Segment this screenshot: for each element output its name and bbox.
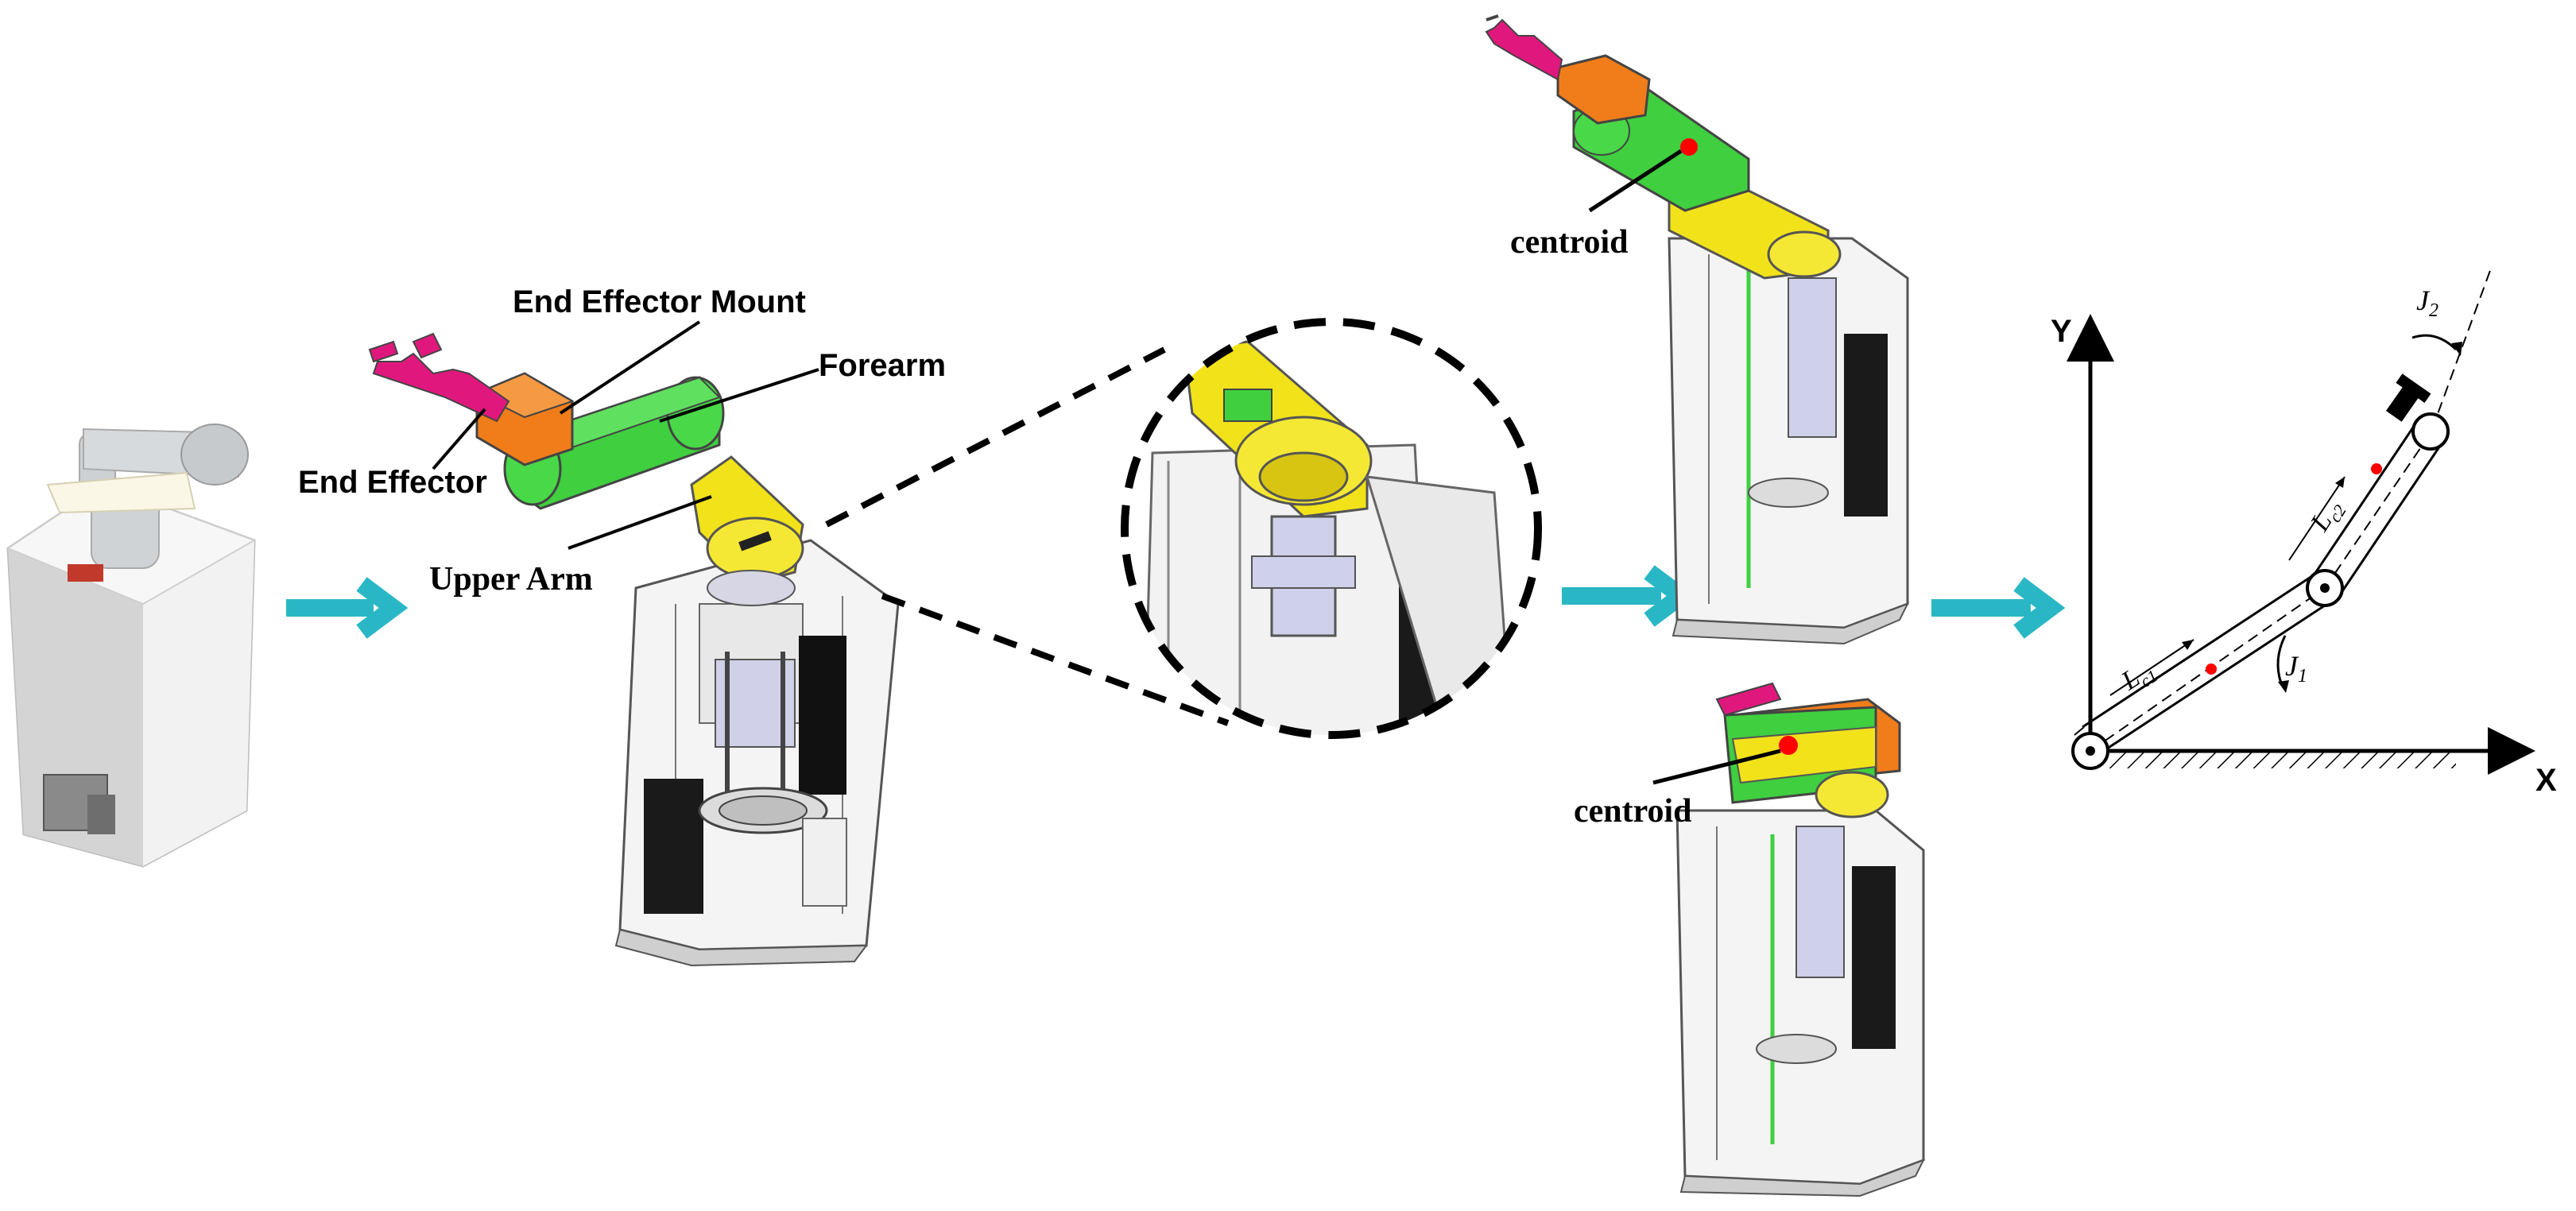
gripper-icon xyxy=(2385,373,2431,422)
label-j2: J2 xyxy=(2416,284,2438,321)
leader-forearm xyxy=(659,368,819,423)
y-axis-label: Y xyxy=(2051,314,2072,349)
kinematic-schematic: Y X Lc1 xyxy=(2051,265,2557,798)
centroid-marker-bottom xyxy=(1779,736,1798,755)
label-upper-arm: Upper Arm xyxy=(429,561,593,598)
link-1 xyxy=(2082,573,2333,755)
link-2 xyxy=(2309,265,2493,597)
robot-photo xyxy=(6,424,257,868)
leader-mount xyxy=(559,320,701,415)
flow-arrow-2 xyxy=(1562,565,1696,627)
zoom-detail-circle xyxy=(1121,318,1542,739)
base-frame xyxy=(614,539,900,967)
label-forearm: Forearm xyxy=(819,348,946,383)
j1-arc xyxy=(2276,635,2287,684)
leader-upper-arm xyxy=(567,495,712,550)
end-effector xyxy=(368,332,510,423)
cad-extended-configuration: centroid xyxy=(1485,14,1910,645)
motor-right xyxy=(799,636,846,795)
cad-folded-configuration: centroid xyxy=(1574,682,1926,1197)
leader-centroid-bottom xyxy=(1652,749,1781,785)
label-centroid-bottom: centroid xyxy=(1574,793,1692,830)
label-end-effector: End Effector xyxy=(298,465,487,500)
motor-left xyxy=(644,779,703,914)
label-end-effector-mount: End Effector Mount xyxy=(513,284,806,319)
cad-model: End Effector Mount Forearm End Effector … xyxy=(298,284,946,967)
link-2-centroid xyxy=(2371,463,2382,474)
centroid-marker-top xyxy=(1680,138,1698,156)
upper-arm xyxy=(690,455,804,606)
label-lc1: Lc1 xyxy=(2116,654,2161,699)
leader-centroid-top xyxy=(1588,149,1683,213)
flow-arrow-1 xyxy=(286,577,409,639)
label-centroid-top: centroid xyxy=(1510,224,1629,261)
leader-end-effector xyxy=(432,408,486,470)
flow-arrow-3 xyxy=(1931,577,2066,639)
j2-arc xyxy=(2411,334,2458,351)
label-j1: J1 xyxy=(2285,650,2307,687)
zoom-line-top xyxy=(825,346,1166,528)
joint-wrist xyxy=(2411,412,2450,451)
zoom-line-bottom xyxy=(881,593,1230,726)
link-1-centroid xyxy=(2206,664,2217,675)
ground-hatch xyxy=(2106,753,2456,768)
x-axis-label: X xyxy=(2535,763,2557,798)
